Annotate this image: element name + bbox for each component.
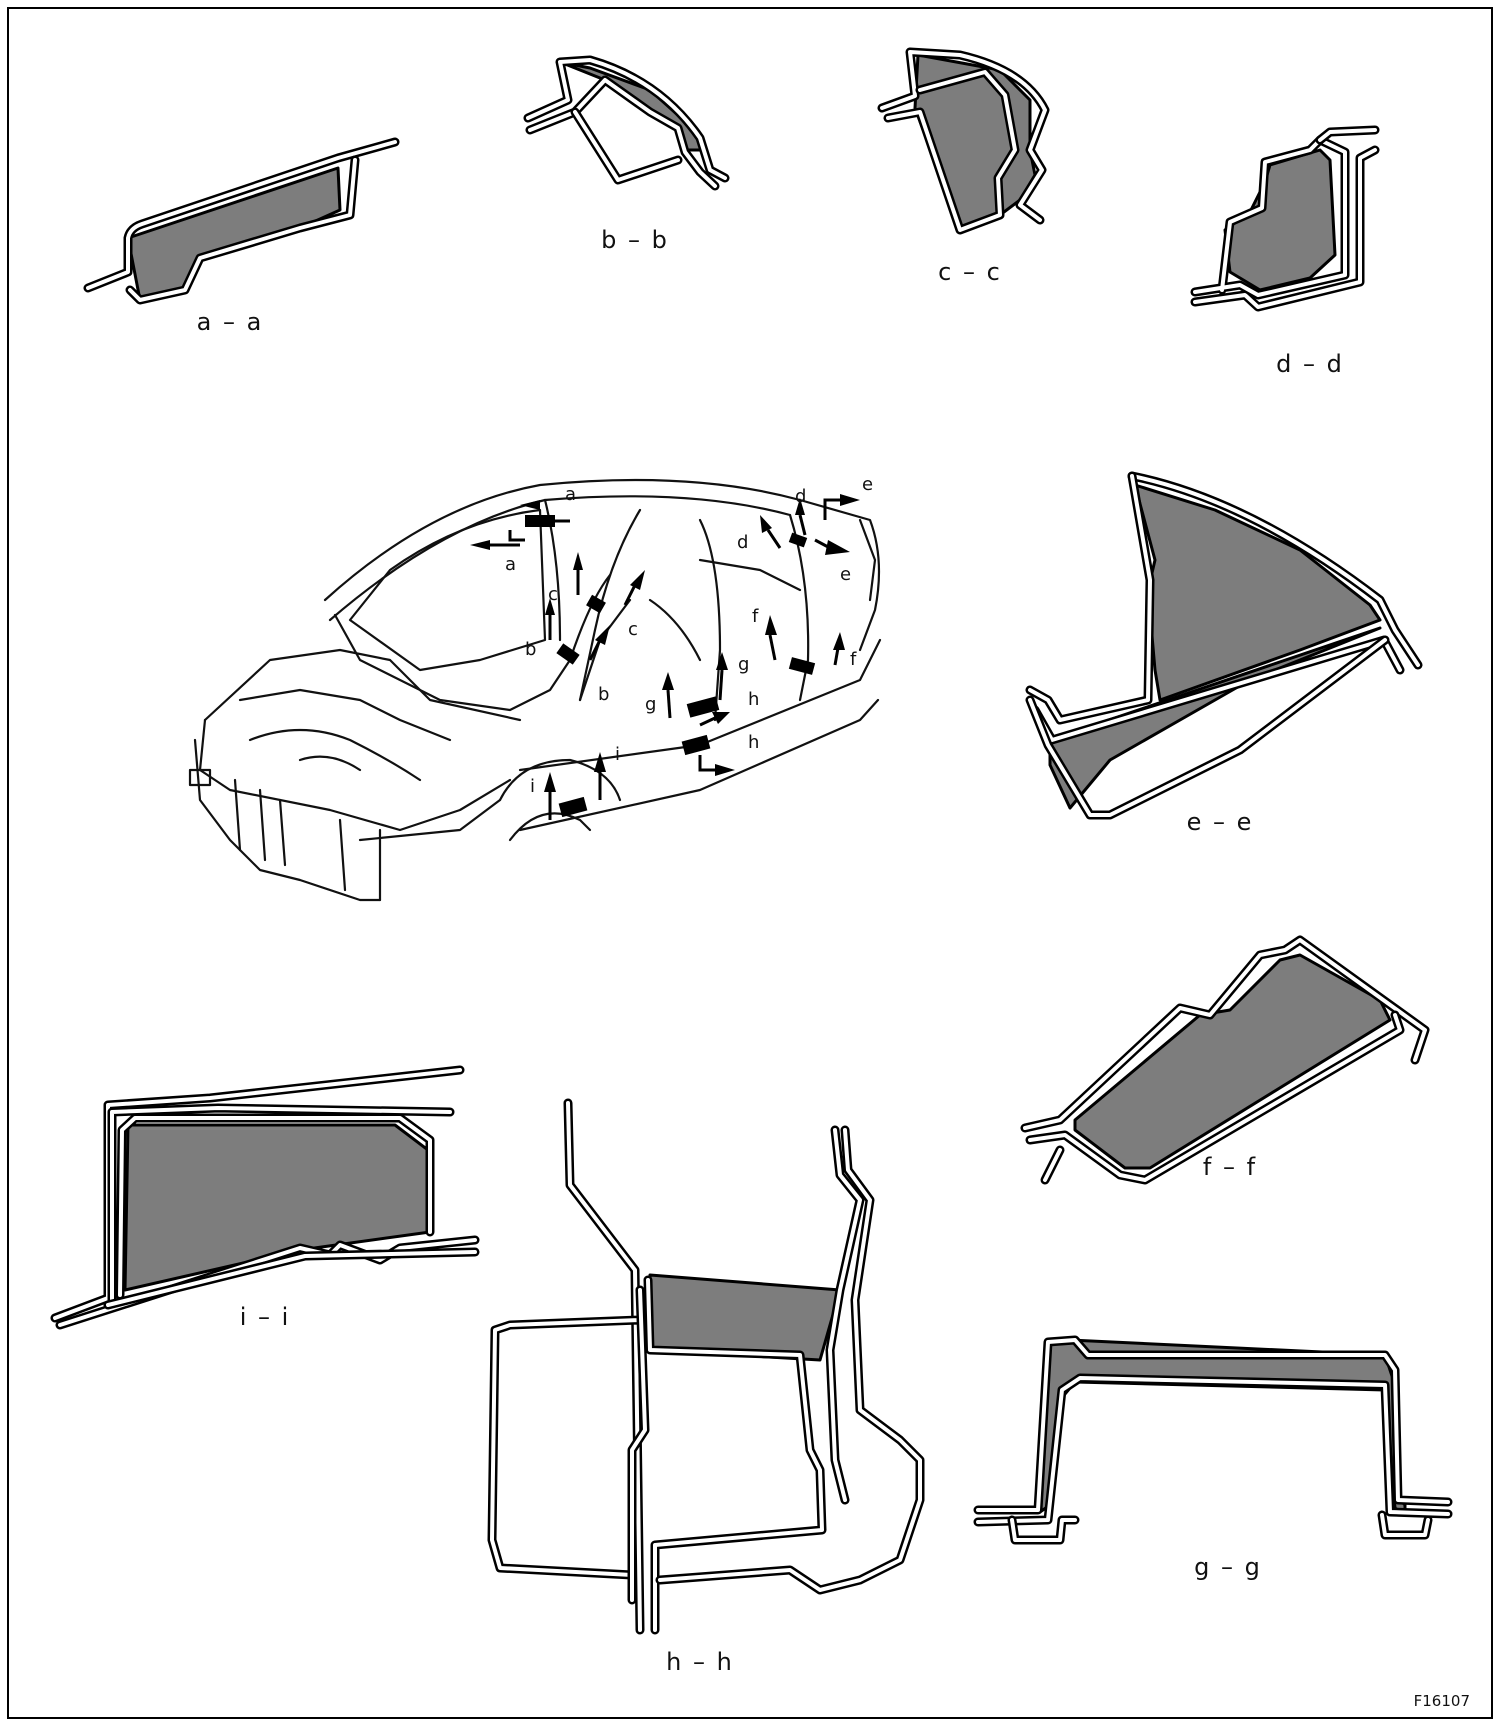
section-i-i: i – i xyxy=(50,1065,480,1331)
callout-g-1: g xyxy=(738,654,749,675)
callout-h-1: h xyxy=(748,689,759,710)
section-d-d: d – d xyxy=(1190,125,1380,378)
callout-f-1: f xyxy=(752,606,759,627)
section-label-i: i – i xyxy=(240,1303,291,1331)
section-label-b: b – b xyxy=(601,226,669,254)
car-body-illustration xyxy=(188,478,882,902)
callout-i-2: i xyxy=(615,744,620,765)
callout-c-1: c xyxy=(548,584,558,605)
callout-d-2: d xyxy=(737,532,748,553)
callout-g-2: g xyxy=(645,694,656,715)
callout-a-2: a xyxy=(505,554,516,575)
callout-f-2: f xyxy=(850,649,857,670)
callout-d-1: d xyxy=(795,486,806,507)
callout-a-1: a xyxy=(565,484,576,505)
section-label-e: e – e xyxy=(1187,808,1254,836)
section-h-h: h – h xyxy=(487,1098,925,1676)
callout-e-1: e xyxy=(862,474,873,495)
section-f-f: f – f xyxy=(1020,935,1430,1185)
section-label-g: g – g xyxy=(1194,1553,1262,1581)
callout-c-2: c xyxy=(628,619,638,640)
section-g-g: g – g xyxy=(973,1335,1453,1581)
section-label-d: d – d xyxy=(1276,350,1344,378)
section-b-b: b – b xyxy=(523,55,730,254)
callout-letters: a a b b c c d d e e f f g g h h i i xyxy=(505,474,873,797)
section-e-e: e – e xyxy=(1025,471,1423,836)
section-label-h: h – h xyxy=(666,1648,734,1676)
section-label-c: c – c xyxy=(938,258,1002,286)
section-a-a: a – a xyxy=(83,137,400,336)
section-label-a: a – a xyxy=(197,308,264,336)
callout-h-2: h xyxy=(748,732,759,753)
callout-b-2: b xyxy=(598,684,609,705)
section-label-f: f – f xyxy=(1203,1153,1257,1181)
section-c-c: c – c xyxy=(877,47,1050,286)
figure-code: F16107 xyxy=(1414,1692,1470,1710)
callout-e-2: e xyxy=(840,564,851,585)
callout-b-1: b xyxy=(525,639,536,660)
callout-i-1: i xyxy=(530,776,535,797)
callout-arrows xyxy=(470,494,860,820)
figure-frame xyxy=(7,7,1493,1719)
